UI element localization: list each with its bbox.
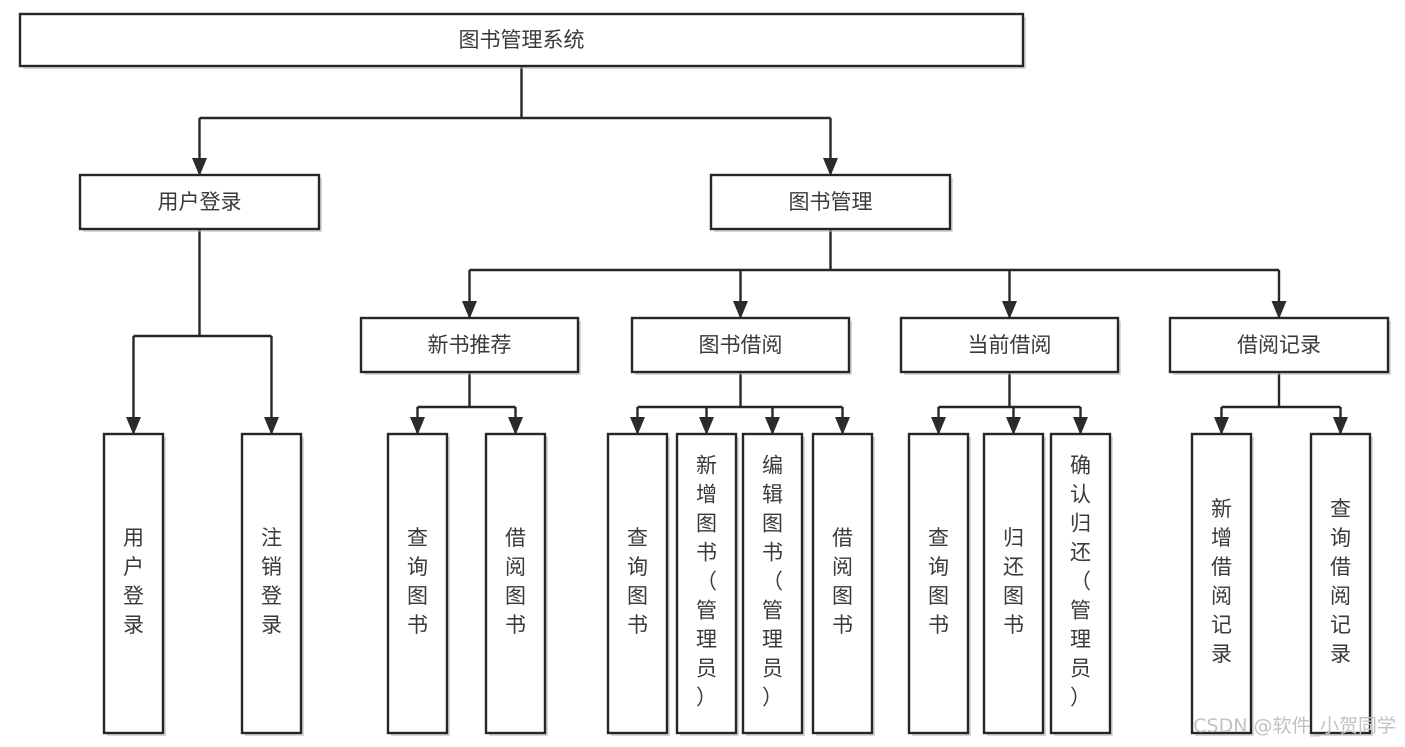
node-box[interactable] [741,432,804,735]
node-leaf-edit-book[interactable]: 编辑图书（管理员） [741,432,805,736]
node-label: 借阅图书 [832,526,853,637]
node-user-login[interactable]: 用户登录 [78,173,322,232]
node-label: 用户登录 [158,190,242,214]
arrow-head [733,301,748,319]
node-label: 查询图书 [627,526,648,637]
node-label: 查询图书 [407,526,428,637]
node-box[interactable] [1049,432,1112,735]
arrow-head [508,417,523,435]
node-box[interactable] [811,432,874,735]
node-leaf-borrow-book-2[interactable]: 借阅图书 [811,432,875,736]
node-label: 新增借阅记录 [1211,497,1232,666]
connector-group-borrow-record [1214,372,1348,435]
node-label: 注销登录 [261,526,282,637]
node-label: 确认归还（管理员） [1070,454,1091,710]
arrow-head [1271,301,1287,319]
arrow-head [823,158,838,176]
node-leaf-add-borrow-record[interactable]: 新增借阅记录 [1190,432,1254,736]
node-label: 新增图书（管理员） [696,454,717,710]
node-box[interactable] [1309,432,1372,735]
node-label: 归还图书 [1003,526,1024,637]
arrow-head [1073,417,1088,435]
node-leaf-user-login[interactable]: 用户登录 [102,432,166,736]
arrow-head [462,301,477,319]
node-box[interactable] [78,173,321,231]
connector-group-book-manage [462,229,1287,319]
node-leaf-query-borrow-record[interactable]: 查询借阅记录 [1309,432,1373,736]
node-leaf-query-book-3[interactable]: 查询图书 [907,432,971,736]
node-box[interactable] [709,173,952,231]
node-book-borrow[interactable]: 图书借阅 [630,316,852,375]
connectors-layer [126,66,1348,435]
arrow-head [192,158,207,176]
arrow-head [630,417,645,435]
node-box[interactable] [18,12,1025,68]
node-root-图书管理系统[interactable]: 图书管理系统 [18,12,1026,69]
node-leaf-query-book-2[interactable]: 查询图书 [606,432,670,736]
connector-group-root [192,66,838,176]
node-book-manage[interactable]: 图书管理 [709,173,953,232]
arrow-head [699,417,714,435]
node-leaf-confirm-return[interactable]: 确认归还（管理员） [1049,432,1113,736]
node-label: 借阅图书 [505,526,526,637]
arrow-head [1333,417,1348,435]
connector-group-user-login [126,229,279,435]
arrow-head [765,417,780,435]
nodes-layer: 图书管理系统用户登录图书管理新书推荐图书借阅当前借阅借阅记录用户登录注销登录查询… [18,12,1391,736]
node-label: 图书借阅 [699,333,783,357]
node-box[interactable] [1168,316,1390,374]
csdn-watermark: CSDN @软件_小贺同学 [1193,715,1396,737]
node-label: 当前借阅 [968,333,1052,357]
node-label: 查询图书 [928,526,949,637]
node-box[interactable] [630,316,851,374]
node-leaf-return-book[interactable]: 归还图书 [982,432,1046,736]
node-box[interactable] [907,432,970,735]
node-leaf-add-book[interactable]: 新增图书（管理员） [675,432,739,736]
arrow-head [931,417,946,435]
node-box[interactable] [1190,432,1253,735]
arrow-head [126,417,141,435]
connector-group-book-borrow [630,372,850,435]
node-box[interactable] [240,432,303,735]
node-current-borrow[interactable]: 当前借阅 [899,316,1121,375]
arrow-head [1214,417,1229,435]
connector-group-current-borrow [931,372,1088,435]
node-label: 用户登录 [123,526,144,637]
node-borrow-record[interactable]: 借阅记录 [1168,316,1391,375]
node-box[interactable] [606,432,669,735]
arrow-head [410,417,425,435]
node-box[interactable] [102,432,165,735]
node-box[interactable] [359,316,580,374]
node-label: 查询借阅记录 [1330,497,1351,666]
node-label: 图书管理 [789,190,873,214]
node-box[interactable] [675,432,738,735]
node-label: 图书管理系统 [459,28,585,52]
arrow-head [264,417,279,435]
node-box[interactable] [484,432,547,735]
node-label: 借阅记录 [1237,333,1321,357]
node-label: 编辑图书（管理员） [762,454,783,710]
connector-group-new-book-rec [410,372,523,435]
node-leaf-borrow-book-1[interactable]: 借阅图书 [484,432,548,736]
node-box[interactable] [899,316,1120,374]
node-leaf-logout[interactable]: 注销登录 [240,432,304,736]
node-leaf-query-book-1[interactable]: 查询图书 [386,432,450,736]
node-box[interactable] [982,432,1045,735]
arrow-head [1006,417,1021,435]
node-label: 新书推荐 [428,333,512,357]
node-box[interactable] [386,432,449,735]
arrow-head [835,417,850,435]
node-new-book-rec[interactable]: 新书推荐 [359,316,581,375]
arrow-head [1002,301,1017,319]
